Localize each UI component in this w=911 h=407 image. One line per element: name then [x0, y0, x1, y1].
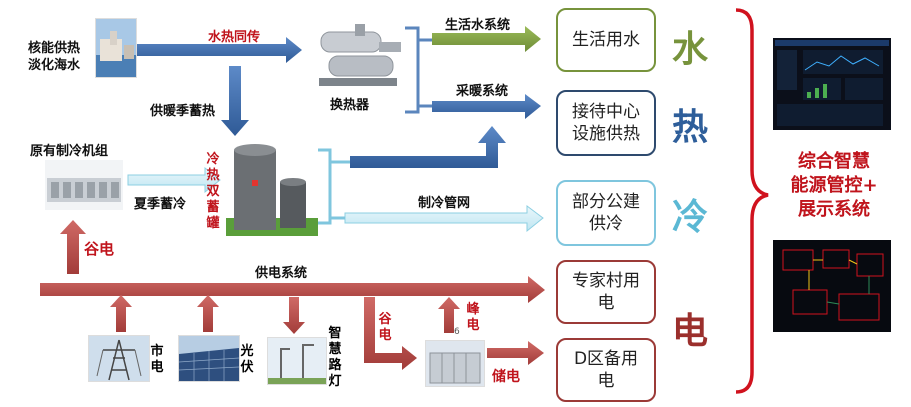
arrow-storage-heat — [350, 126, 506, 168]
arrow-pv-up — [197, 295, 219, 332]
arrow-winter-storage — [221, 66, 249, 136]
nuclear-plant-photo — [95, 18, 137, 78]
storage-power-label: 储电 — [492, 369, 520, 385]
arrow-power-bus — [40, 276, 545, 303]
cooling-unit-label: 原有制冷机组 — [30, 144, 109, 159]
arrow-grid-up — [110, 295, 132, 332]
category-heat: 热 — [672, 106, 709, 148]
arrow-summer-storage — [127, 166, 221, 194]
output-expert-village: 专家村用 电 — [556, 260, 656, 324]
streetlight-photo — [267, 337, 327, 385]
output-public-cooling: 部分公建 供冷 — [556, 180, 656, 246]
output-expert-village-text: 专家村用 电 — [572, 271, 640, 313]
dashboard-screen-bottom — [773, 240, 891, 332]
pv-label: 光伏 — [240, 344, 254, 375]
water-heat-label: 水热同传 — [208, 30, 261, 45]
summer-storage-label: 夏季蓄冷 — [134, 197, 187, 212]
arrow-heating — [432, 94, 541, 119]
valley-power-right-label: 谷电 — [378, 312, 392, 343]
domestic-water-system-label: 生活水系统 — [445, 18, 511, 33]
arrow-valley-right — [364, 297, 417, 370]
heat-exchanger-label: 换热器 — [330, 98, 370, 113]
cooling-network-label: 制冷管网 — [418, 196, 471, 211]
arrow-valley-left — [60, 220, 86, 274]
streetlight-label: 智慧路灯 — [328, 326, 342, 389]
heat-exchanger-image — [315, 20, 405, 92]
arrow-cooling-network — [344, 205, 544, 233]
arrow-peak-up — [438, 297, 460, 333]
storage-tank-label: 冷热双蓄罐 — [206, 152, 220, 231]
category-water: 水 — [672, 28, 709, 70]
output-public-cooling-text: 部分公建 供冷 — [572, 192, 640, 234]
power-supply-label: 供电系统 — [255, 266, 308, 281]
valley-power-left-label: 谷电 — [84, 240, 115, 258]
output-reception-heat-text: 接待中心 设施供热 — [572, 102, 640, 144]
red-brace — [735, 8, 769, 394]
output-zone-d-backup: D区备用 电 — [556, 338, 656, 402]
output-domestic-water: 生活用水 — [556, 8, 656, 72]
nuclear-heat-label: 核能供热 淡化海水 — [28, 41, 81, 73]
arrow-water-heat — [135, 37, 302, 63]
category-electricity: 电 — [672, 310, 709, 352]
battery-storage-photo — [425, 340, 485, 387]
pv-panel-photo — [178, 335, 240, 382]
dashboard-screen-top — [773, 38, 891, 130]
arrow-domestic-water — [432, 26, 541, 52]
storage-tank-image — [222, 140, 322, 240]
cooling-unit-photo — [45, 160, 123, 210]
smart-energy-system-label: 综合智慧 能源管控+ 展示系统 — [790, 151, 878, 220]
storage-bracket — [318, 148, 350, 225]
arrow-streetlight-down — [283, 297, 305, 334]
exchanger-bracket — [405, 26, 432, 114]
output-domestic-water-text: 生活用水 — [572, 30, 640, 50]
small-number-label: 6 — [454, 327, 460, 337]
grid-label: 市电 — [150, 344, 164, 375]
output-reception-heat: 接待中心 设施供热 — [556, 90, 656, 156]
winter-storage-label: 供暖季蓄热 — [150, 104, 216, 119]
heating-system-label: 采暖系统 — [456, 84, 509, 99]
category-cold: 冷 — [672, 196, 709, 238]
peak-power-label: 峰电 — [466, 302, 480, 333]
arrow-storage-power — [487, 341, 544, 365]
grid-tower-photo — [88, 335, 150, 382]
output-zone-d-backup-text: D区备用 电 — [573, 349, 639, 391]
